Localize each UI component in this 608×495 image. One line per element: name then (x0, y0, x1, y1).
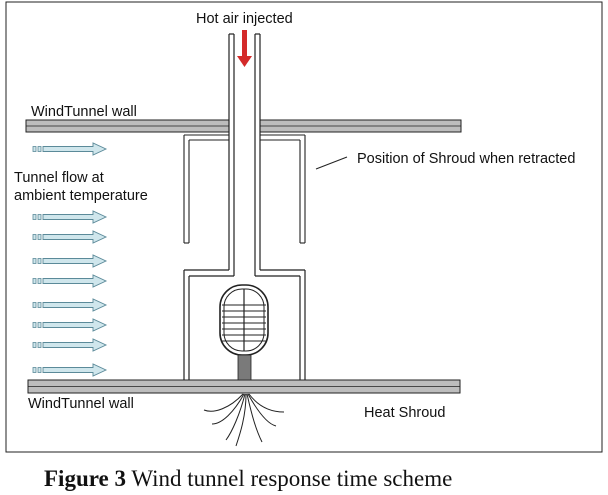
shroud-callout-line (315, 156, 348, 170)
sensor-cables (203, 393, 285, 447)
flow-arrow (32, 338, 108, 352)
bottom-wall (27, 379, 461, 394)
shroud-retracted-label: Position of Shroud when retracted (357, 151, 575, 167)
top-wall-label: WindTunnel wall (31, 104, 137, 120)
flow-arrow (32, 363, 108, 377)
figure-caption-text: Wind tunnel response time scheme (126, 466, 452, 491)
flow-arrow (32, 254, 108, 268)
diagram-frame (5, 1, 603, 453)
hot-air-arrow (237, 30, 252, 67)
tunnel-flow-arrows (32, 142, 108, 377)
flow-arrow (32, 298, 108, 312)
flow-arrow (32, 230, 108, 244)
retracted-shroud (183, 134, 306, 244)
tunnel-flow-label-line1: Tunnel flow at (14, 170, 104, 186)
heat-shroud-label: Heat Shroud (364, 405, 445, 421)
sensor-probe (219, 284, 269, 381)
hot-air-duct (228, 33, 261, 276)
flow-arrow (32, 210, 108, 224)
hot-air-label: Hot air injected (196, 11, 293, 27)
bottom-wall-label: WindTunnel wall (28, 396, 134, 412)
figure-caption: Figure 3 Wind tunnel response time schem… (44, 466, 452, 491)
flow-arrow (32, 274, 108, 288)
figure-caption-number: Figure 3 (44, 466, 126, 491)
flow-arrow (32, 142, 108, 156)
heat-shroud (183, 269, 306, 380)
tunnel-flow-label-line2: ambient temperature (14, 188, 148, 204)
flow-arrow (32, 318, 108, 332)
top-wall (25, 119, 462, 133)
